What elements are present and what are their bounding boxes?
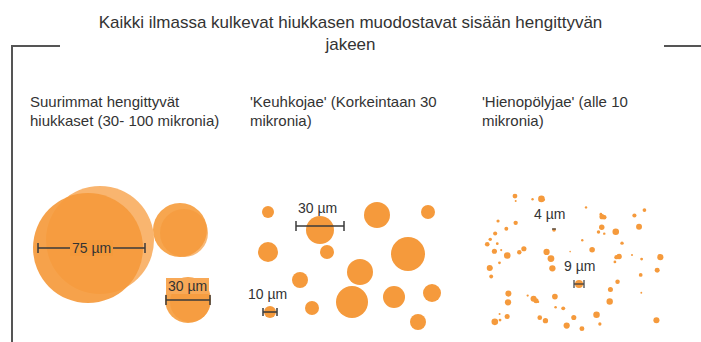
dimension-line <box>38 243 210 305</box>
fine-particle <box>543 249 549 255</box>
fine-particle <box>598 322 601 325</box>
fine-particle <box>505 314 510 319</box>
dimension-label: 30 µm <box>296 200 339 216</box>
fine-particle <box>571 315 576 320</box>
fine-particle <box>599 224 604 229</box>
fine-particle <box>531 198 533 200</box>
fine-particle <box>612 228 619 235</box>
fine-particle <box>537 315 542 320</box>
column-heading: 'Keuhkojae' (Korkeintaan 30 mikronia) <box>250 92 440 130</box>
fine-particle <box>655 268 660 273</box>
bracket <box>12 46 701 342</box>
fine-particle <box>485 242 490 247</box>
fine-particle <box>489 275 493 279</box>
dimension-label: 30 µm <box>166 278 209 294</box>
thoracic-particles <box>258 202 441 330</box>
dimension-label: 75 µm <box>70 240 113 256</box>
column-heading: 'Hienopölyjae' (alle 10 mikronia) <box>482 92 682 130</box>
fine-particle <box>531 296 537 302</box>
column-heading: Suurimmat hengittyvät hiukkaset (30- 100… <box>30 92 235 130</box>
fine-particle <box>581 239 583 241</box>
fine-particle <box>614 261 617 264</box>
fine-particle <box>579 326 584 331</box>
fine-particle <box>593 312 600 319</box>
fine-particle <box>631 254 633 256</box>
fine-particle <box>499 313 501 315</box>
fine-particle <box>489 238 492 241</box>
fine-particle <box>620 241 623 244</box>
diagram-title: Kaikki ilmassa kulkevat hiukkasen muodos… <box>78 12 623 56</box>
fine-particle <box>537 301 539 303</box>
bracket-left <box>12 46 60 342</box>
fine-particle <box>515 200 517 202</box>
fine-particle <box>639 273 643 277</box>
fine-particle <box>548 255 555 262</box>
fine-particle <box>589 247 595 253</box>
particle <box>165 277 211 323</box>
fine-particle <box>640 258 643 261</box>
fine-particle <box>636 224 642 230</box>
fine-particle <box>640 292 642 294</box>
fine-particle <box>643 208 647 212</box>
dimension-label: 4 µm <box>532 206 567 222</box>
fine-particles <box>485 194 663 331</box>
fine-particle <box>597 230 600 233</box>
fine-particle <box>524 247 526 249</box>
fine-particle <box>614 255 618 259</box>
dimension-label: 10 µm <box>246 286 289 302</box>
fine-particle <box>521 246 526 251</box>
bracket-right <box>664 45 701 47</box>
fine-particle <box>543 318 548 323</box>
fine-particle <box>496 219 499 222</box>
fine-particle <box>490 266 493 269</box>
fine-particle <box>607 298 613 304</box>
large-particles <box>33 186 211 323</box>
fine-particle <box>538 196 545 203</box>
fine-particle <box>499 319 502 322</box>
fine-particle <box>632 213 636 217</box>
fine-particle <box>527 294 529 296</box>
fine-particle <box>517 250 521 254</box>
fine-particle <box>505 299 511 305</box>
fine-particle <box>569 251 571 253</box>
fine-particle <box>493 231 497 235</box>
fine-particle <box>549 265 555 271</box>
fine-particle <box>653 317 659 323</box>
fine-particle <box>554 306 557 309</box>
fine-particle <box>487 265 493 271</box>
particle <box>160 209 208 257</box>
fine-particle <box>552 294 558 300</box>
fine-particle <box>599 214 604 219</box>
fine-particle <box>608 287 613 292</box>
fine-particle <box>496 242 499 245</box>
particle <box>153 203 207 257</box>
fine-particle <box>585 206 587 208</box>
fine-particle <box>603 232 605 234</box>
fine-particle <box>498 261 501 264</box>
fine-particle <box>513 194 518 199</box>
fine-particle <box>561 306 565 310</box>
fine-particle <box>505 291 511 297</box>
dimension-label: 9 µm <box>562 258 597 274</box>
fine-particle <box>564 322 570 328</box>
fine-particle <box>543 199 545 201</box>
fine-particle <box>615 280 619 284</box>
fine-particle <box>504 227 508 231</box>
fine-particle <box>504 252 511 259</box>
fine-particle <box>513 221 517 225</box>
fine-particle <box>657 254 663 260</box>
fine-particle <box>491 319 498 326</box>
fine-particle <box>500 249 502 251</box>
fine-particle <box>492 249 497 254</box>
